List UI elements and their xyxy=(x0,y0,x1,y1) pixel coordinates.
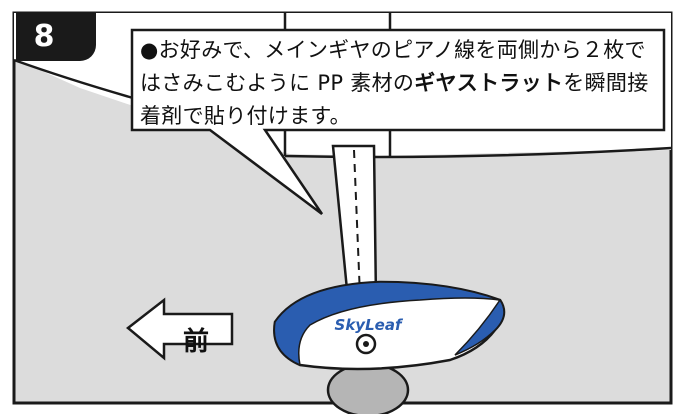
step-badge: 8 xyxy=(16,13,96,61)
wheel-pant-blue-stripe xyxy=(273,281,501,367)
step-number: 8 xyxy=(33,19,55,54)
wheel xyxy=(326,362,410,414)
forward-arrow-icon xyxy=(126,297,234,361)
skyleaf-logo: SkyLeaf xyxy=(335,316,404,334)
callout-bubble xyxy=(130,28,666,215)
instruction-bold-term: ギヤストラット xyxy=(414,71,564,95)
instruction-text-after: を瞬間接着剤で貼り付けます。 xyxy=(140,71,649,128)
bullet-icon: ● xyxy=(140,38,159,62)
instruction-text: ●お好みで、メインギヤのピアノ線を両側から２枚ではさみこむように PP 素材のギ… xyxy=(140,34,665,133)
instruction-text-before: お好みで、メインギヤのピアノ線を両側から２枚ではさみこむように PP 素材の xyxy=(140,38,646,95)
forward-label: 前 xyxy=(182,327,209,357)
